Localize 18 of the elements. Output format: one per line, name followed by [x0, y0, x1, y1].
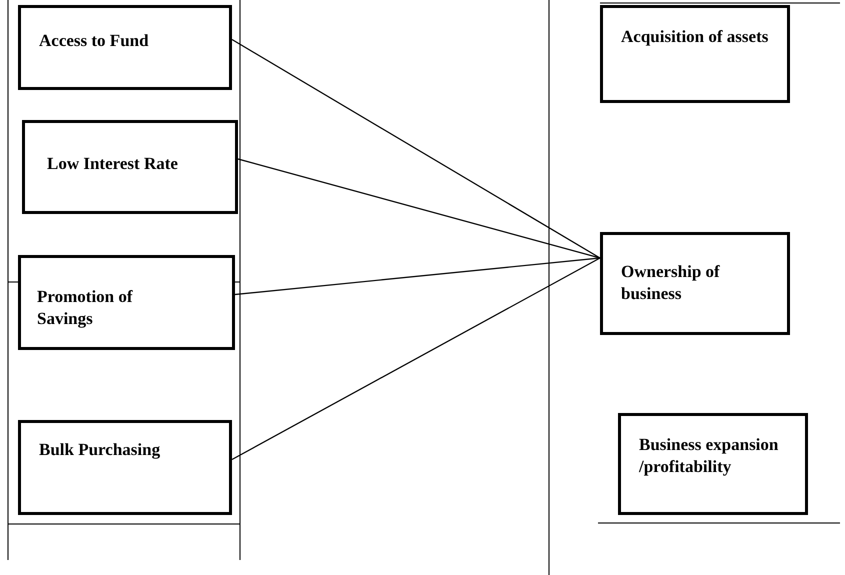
- connector-line: [232, 38, 600, 259]
- process-box: [600, 232, 790, 335]
- connector-line: [232, 257, 600, 460]
- process-box: [18, 255, 235, 350]
- box-label: Ownership of business: [621, 261, 721, 305]
- connector-line: [238, 158, 600, 259]
- box-label: Promotion of Savings: [37, 286, 134, 330]
- box-label: Acquisition of assets: [621, 26, 770, 48]
- process-box: [618, 413, 808, 515]
- process-box: [22, 120, 238, 214]
- box-label: Access to Fund: [39, 30, 150, 52]
- process-box: [18, 5, 232, 90]
- box-label: Low Interest Rate: [47, 153, 179, 175]
- process-box: [600, 5, 790, 103]
- process-box: [18, 420, 232, 515]
- box-label: Bulk Purchasing: [39, 439, 162, 461]
- connector-line: [234, 257, 600, 296]
- box-label: Business expansion /profitability: [639, 434, 780, 478]
